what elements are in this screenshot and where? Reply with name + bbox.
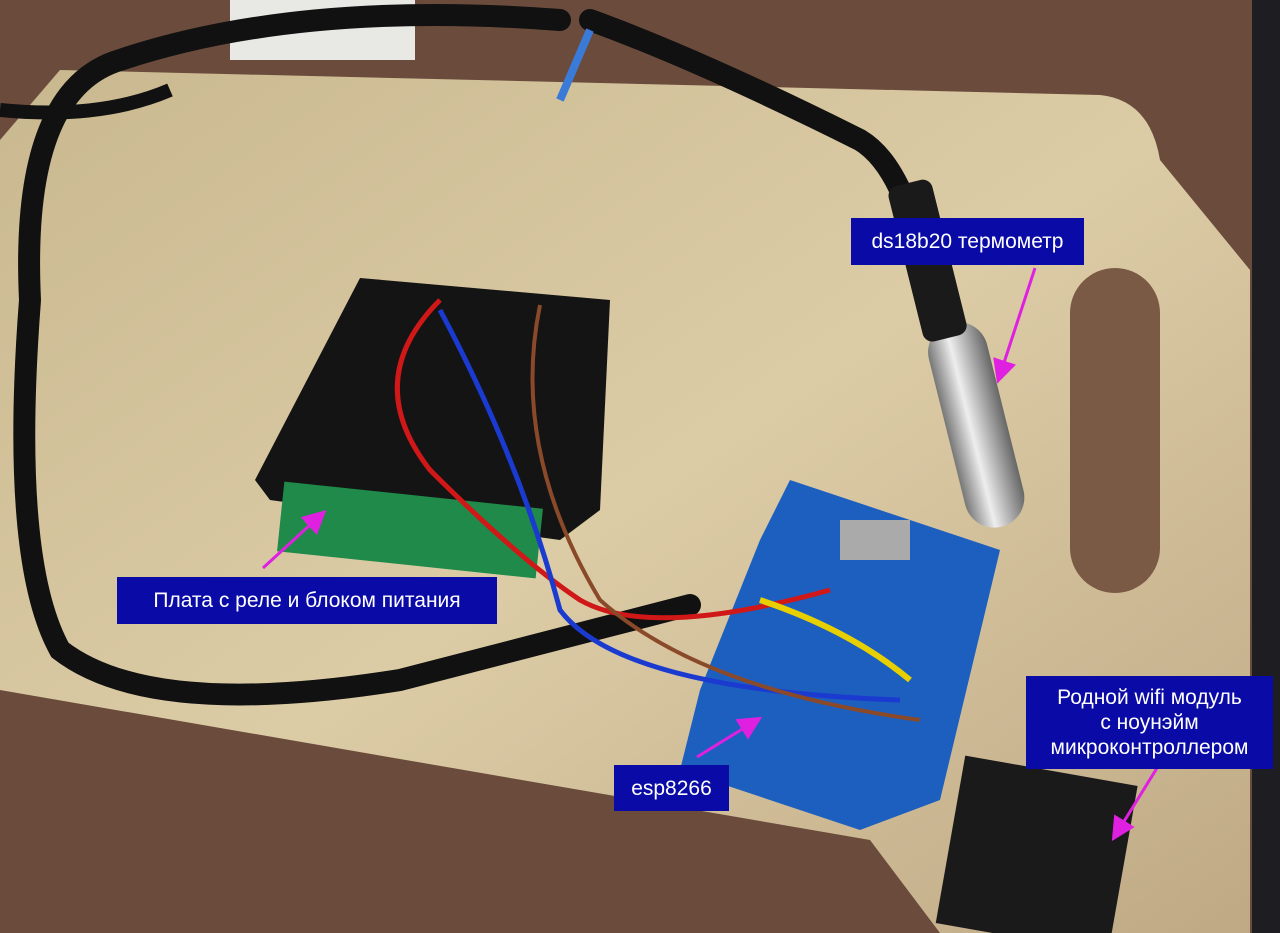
board-slot bbox=[1070, 268, 1160, 593]
wifi-arrow bbox=[1111, 767, 1159, 842]
wifi-module-label: Родной wifi модуль с ноунэйм микроконтро… bbox=[1026, 676, 1273, 769]
relay-arrow bbox=[261, 509, 327, 570]
thermometer-label: ds18b20 термометр bbox=[851, 218, 1084, 265]
ds18b20-probe bbox=[928, 322, 1025, 528]
wifi-label-line3: микроконтроллером bbox=[1050, 736, 1249, 759]
relay-board-label: Плата с реле и блоком питания bbox=[117, 577, 497, 624]
right-edge-strip bbox=[1252, 0, 1280, 933]
wifi-label-line1: Родной wifi модуль bbox=[1057, 686, 1242, 709]
esp8266-board bbox=[680, 480, 1000, 830]
esp-arrow bbox=[696, 716, 763, 759]
esp8266-label: esp8266 bbox=[614, 765, 729, 811]
relay-board bbox=[255, 278, 610, 540]
wifi-module bbox=[935, 755, 1138, 933]
wifi-label-line2: с ноунэйм bbox=[1100, 711, 1199, 734]
thermometer-arrow bbox=[993, 267, 1037, 384]
